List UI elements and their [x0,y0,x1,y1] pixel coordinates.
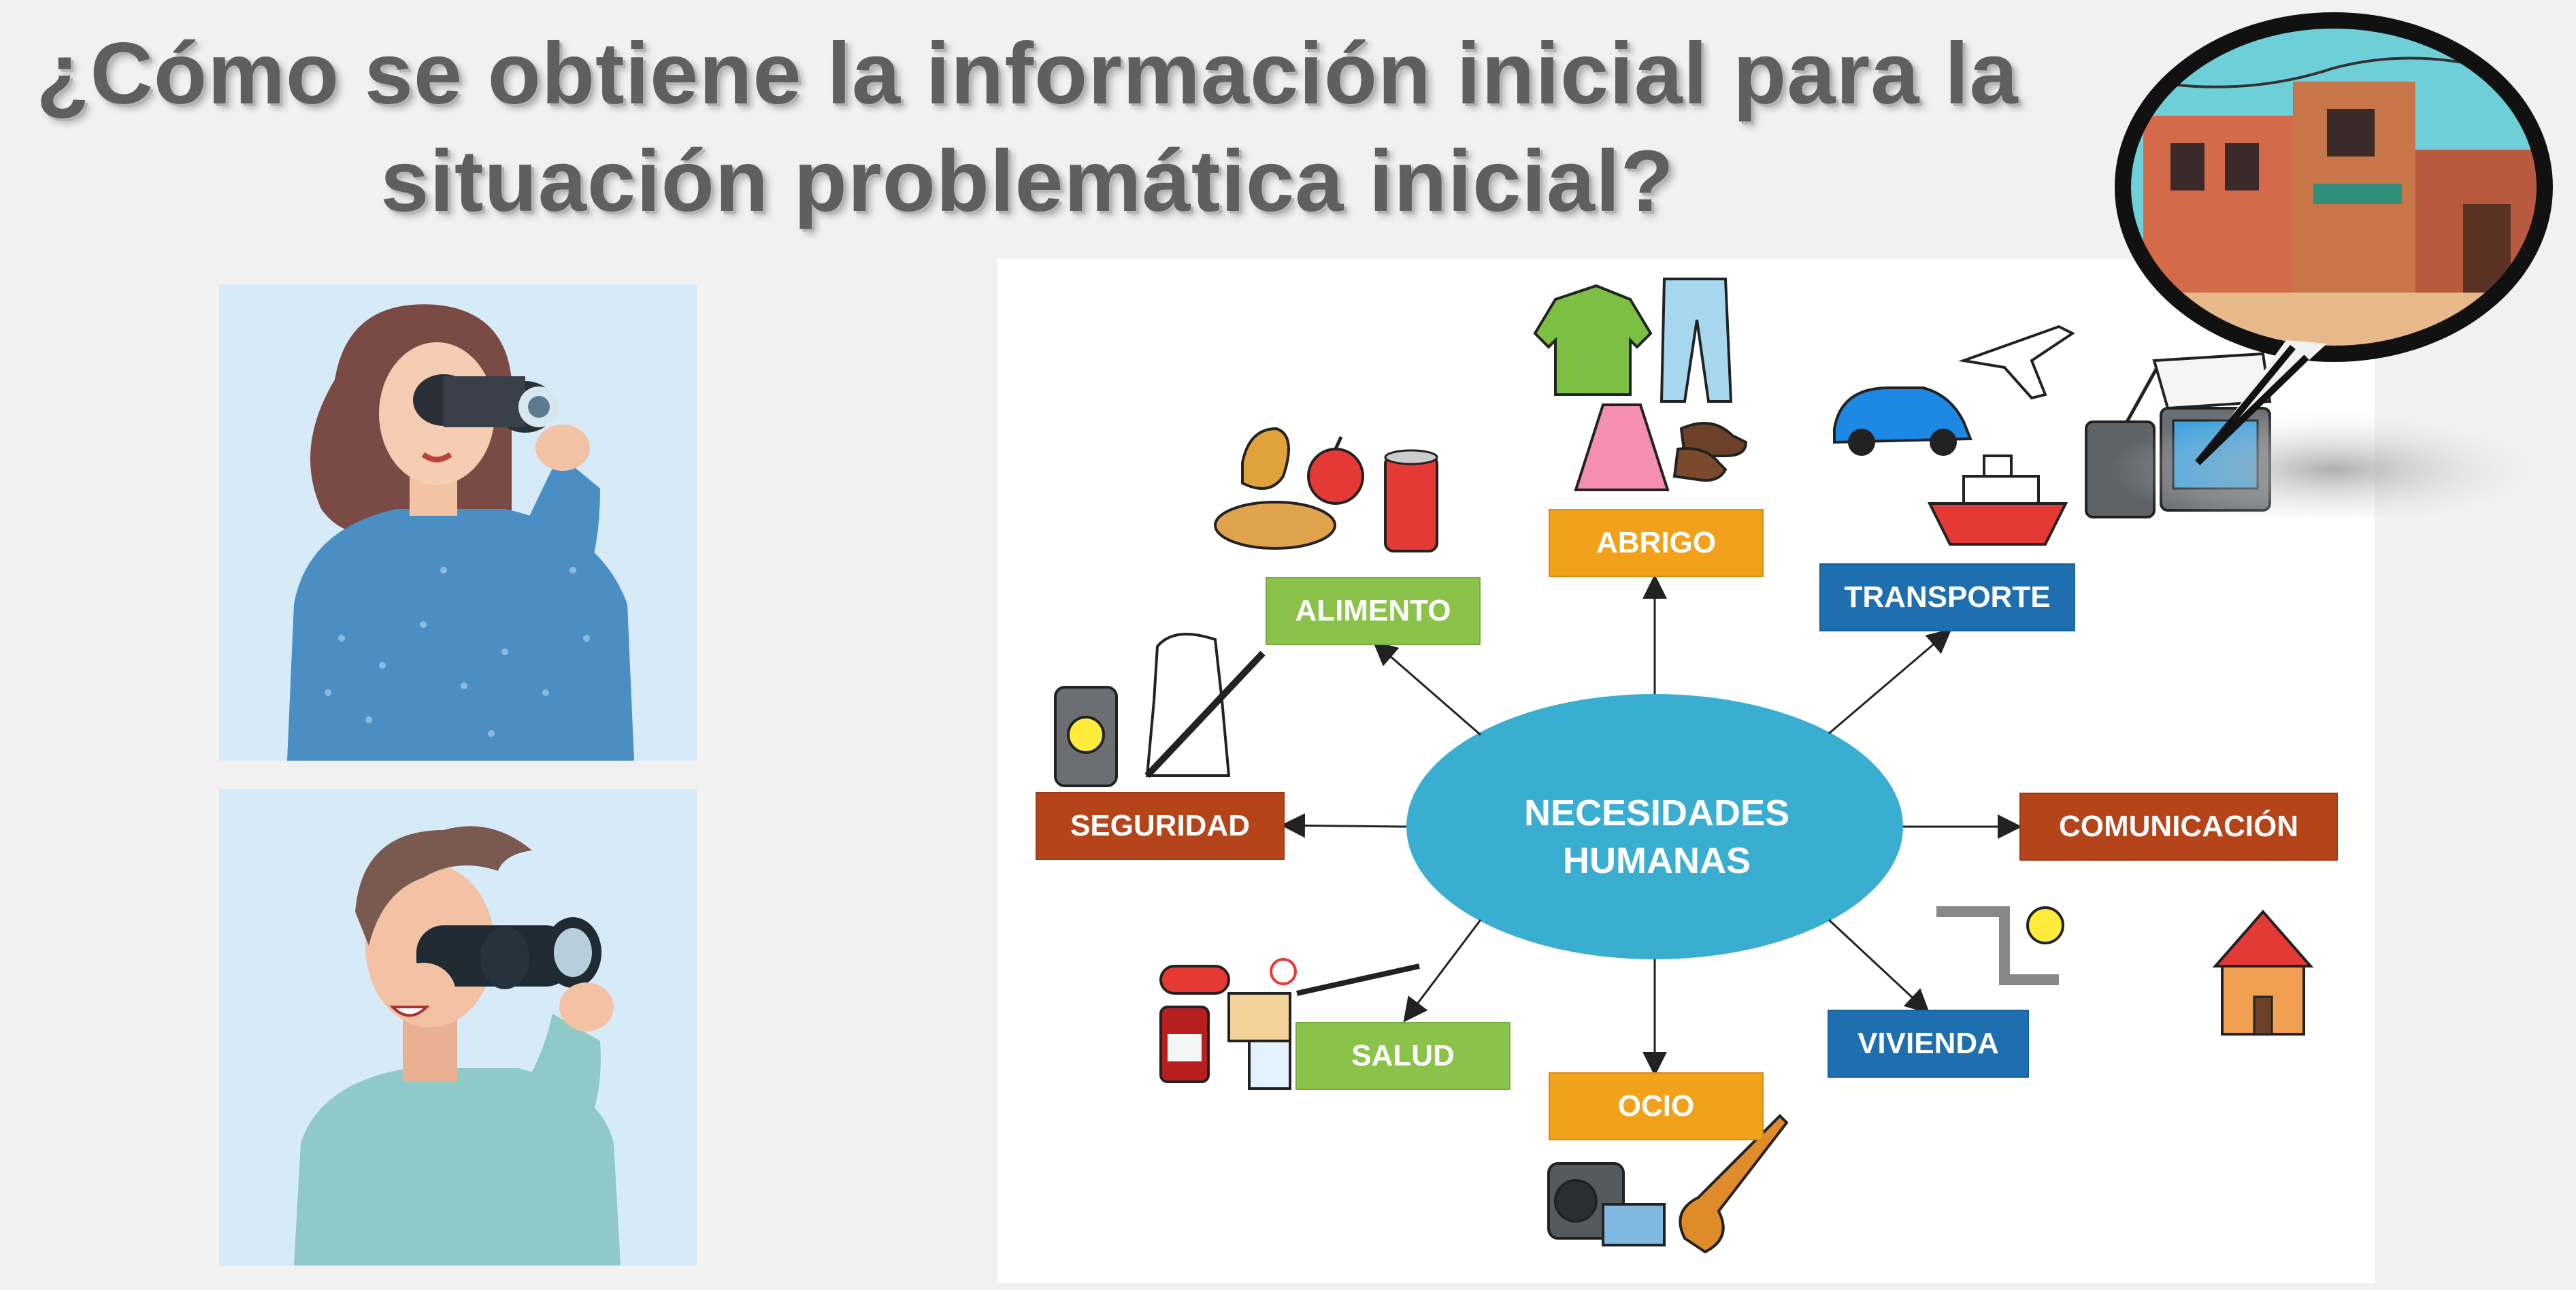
category-alimento: ALIMENTO [1266,577,1481,645]
center-label-line-2: HUMANAS [1563,840,1751,881]
security-icon [1054,633,1266,787]
needs-diagram: ALIMENTO ABRIGO TRANSPORTE COMUNICACIÓN … [997,259,2375,1283]
category-seguridad: SEGURIDAD [1036,792,1285,860]
title-line-2: situación problemática inicial? [380,133,1674,230]
category-ocio: OCIO [1549,1072,1764,1140]
house-icon [1936,906,2314,1036]
health-icon [1159,958,1420,1090]
arrow-transporte [1828,629,1952,735]
title-line-1: ¿Cómo se obtiene la información inicial … [36,25,2019,122]
neighborhood-speech-bubble [2096,0,2572,517]
category-salud: SALUD [1295,1022,1510,1090]
food-icon [1214,427,1438,552]
woman-binoculars-illustration [219,284,697,761]
category-comunicacion: COMUNICACIÓN [2019,793,2338,861]
center-label: NECESIDADES HUMANAS [1408,769,1905,905]
man-binoculars-illustration [219,789,697,1266]
center-ellipse [1406,694,1903,959]
leisure-icon [1547,1114,1789,1254]
arrow-seguridad [1281,813,1407,838]
category-vivienda: VIVIENDA [1828,1010,2029,1078]
arrow-salud [1403,919,1482,1023]
category-transporte: TRANSPORTE [1819,563,2075,631]
category-abrigo: ABRIGO [1549,509,1764,577]
clothes-icon [1533,278,1748,491]
arrow-vivienda [1828,919,1930,1014]
center-label-line-1: NECESIDADES [1523,793,1790,833]
arrow-alimento [1372,641,1481,736]
transport-icon [1833,325,2075,546]
page-title: ¿Cómo se obtiene la información inicial … [0,20,2055,235]
